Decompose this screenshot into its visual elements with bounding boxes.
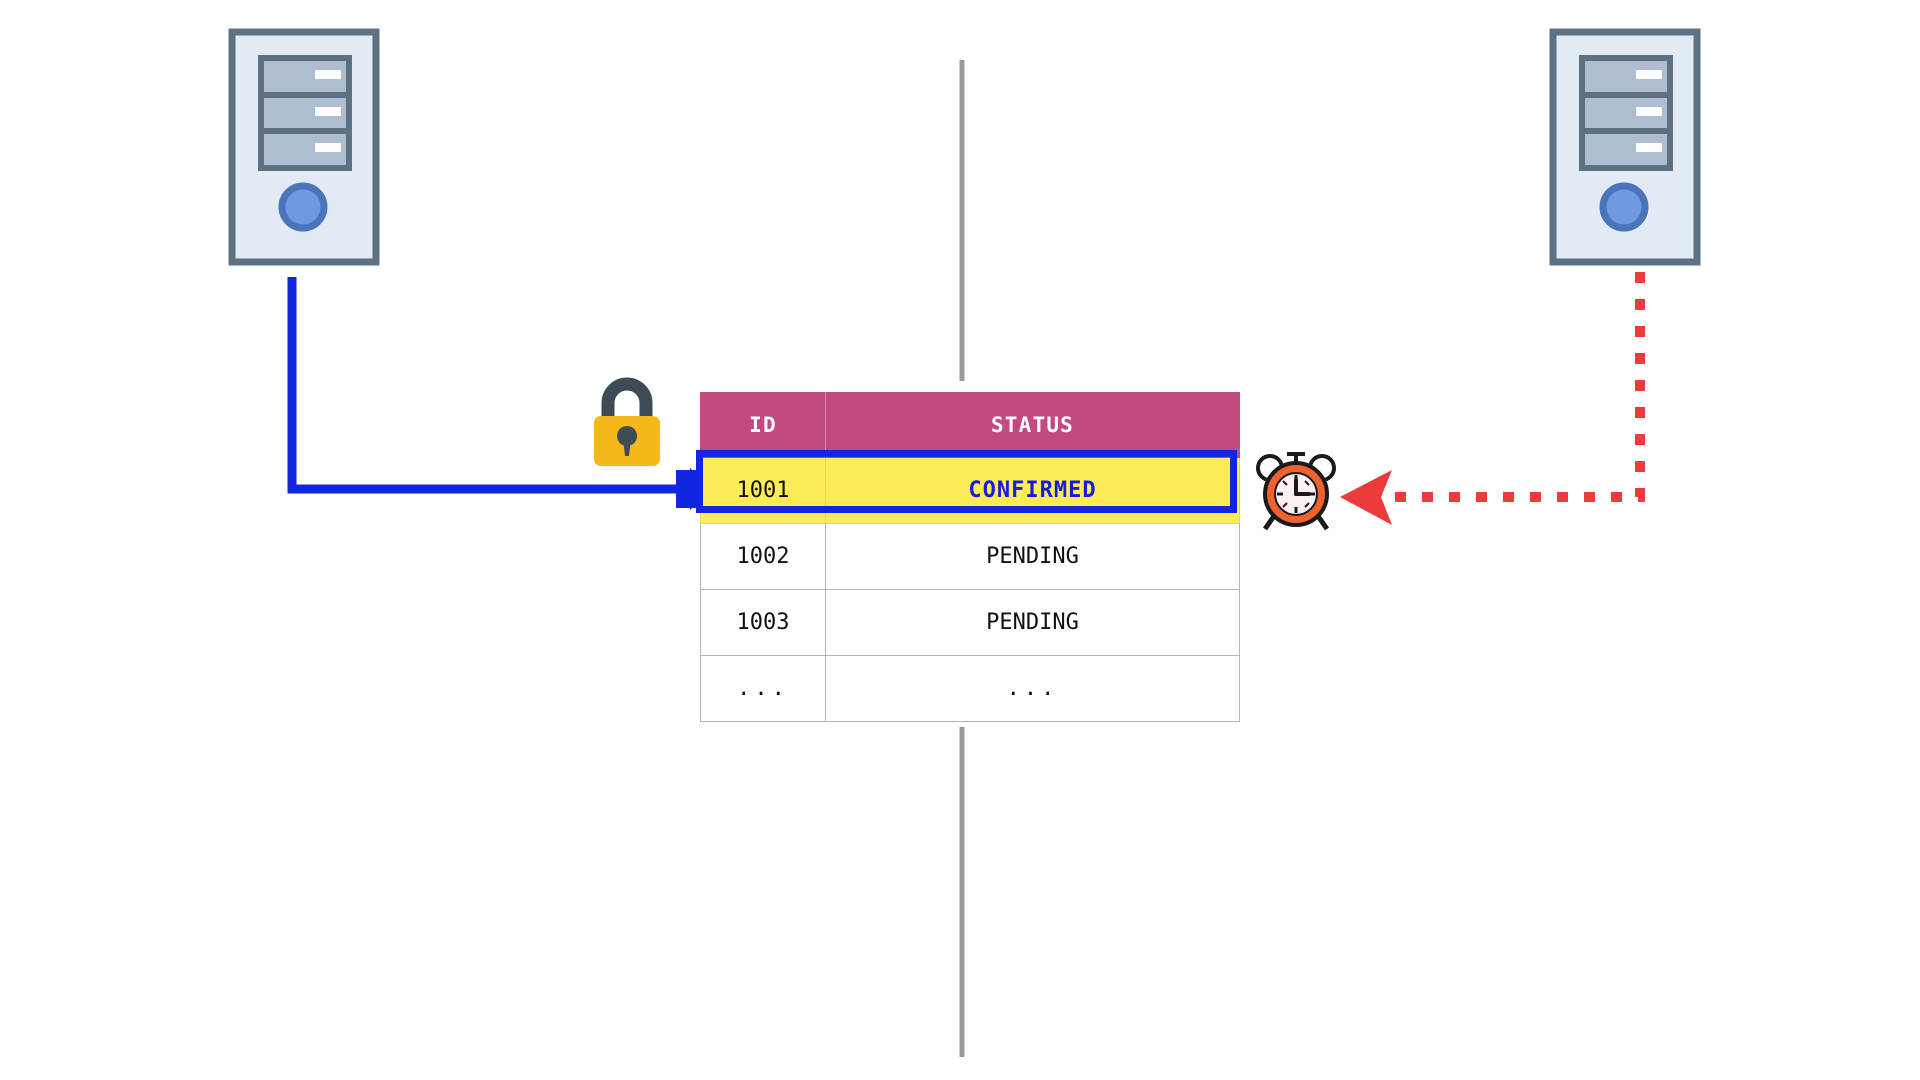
right-server[interactable] bbox=[1549, 28, 1701, 266]
table-row[interactable]: 1003 PENDING bbox=[700, 589, 1240, 656]
cell-status: ... bbox=[825, 655, 1240, 722]
cell-id: 1002 bbox=[700, 523, 826, 590]
table-row[interactable]: ... ... bbox=[700, 655, 1240, 722]
cell-id: 1001 bbox=[700, 457, 826, 524]
lock-acquire-flow bbox=[287, 277, 712, 510]
cell-id: 1003 bbox=[700, 589, 826, 656]
transactions-table: ID STATUS 1001 CONFIRMED 1002 PENDING 10… bbox=[700, 392, 1240, 722]
lock-icon bbox=[594, 377, 660, 466]
table-row[interactable]: 1001 CONFIRMED bbox=[700, 457, 1240, 524]
table-header-row: ID STATUS bbox=[700, 392, 1240, 458]
timeout-flow bbox=[1340, 272, 1645, 525]
alarm-clock-icon bbox=[1256, 452, 1336, 531]
table-row[interactable]: 1002 PENDING bbox=[700, 523, 1240, 590]
column-header-id: ID bbox=[700, 392, 826, 458]
cell-status: CONFIRMED bbox=[825, 457, 1240, 524]
column-header-status: STATUS bbox=[825, 392, 1240, 458]
cell-id: ... bbox=[700, 655, 826, 722]
cell-status: PENDING bbox=[825, 589, 1240, 656]
cell-status: PENDING bbox=[825, 523, 1240, 590]
left-server[interactable] bbox=[228, 28, 380, 266]
